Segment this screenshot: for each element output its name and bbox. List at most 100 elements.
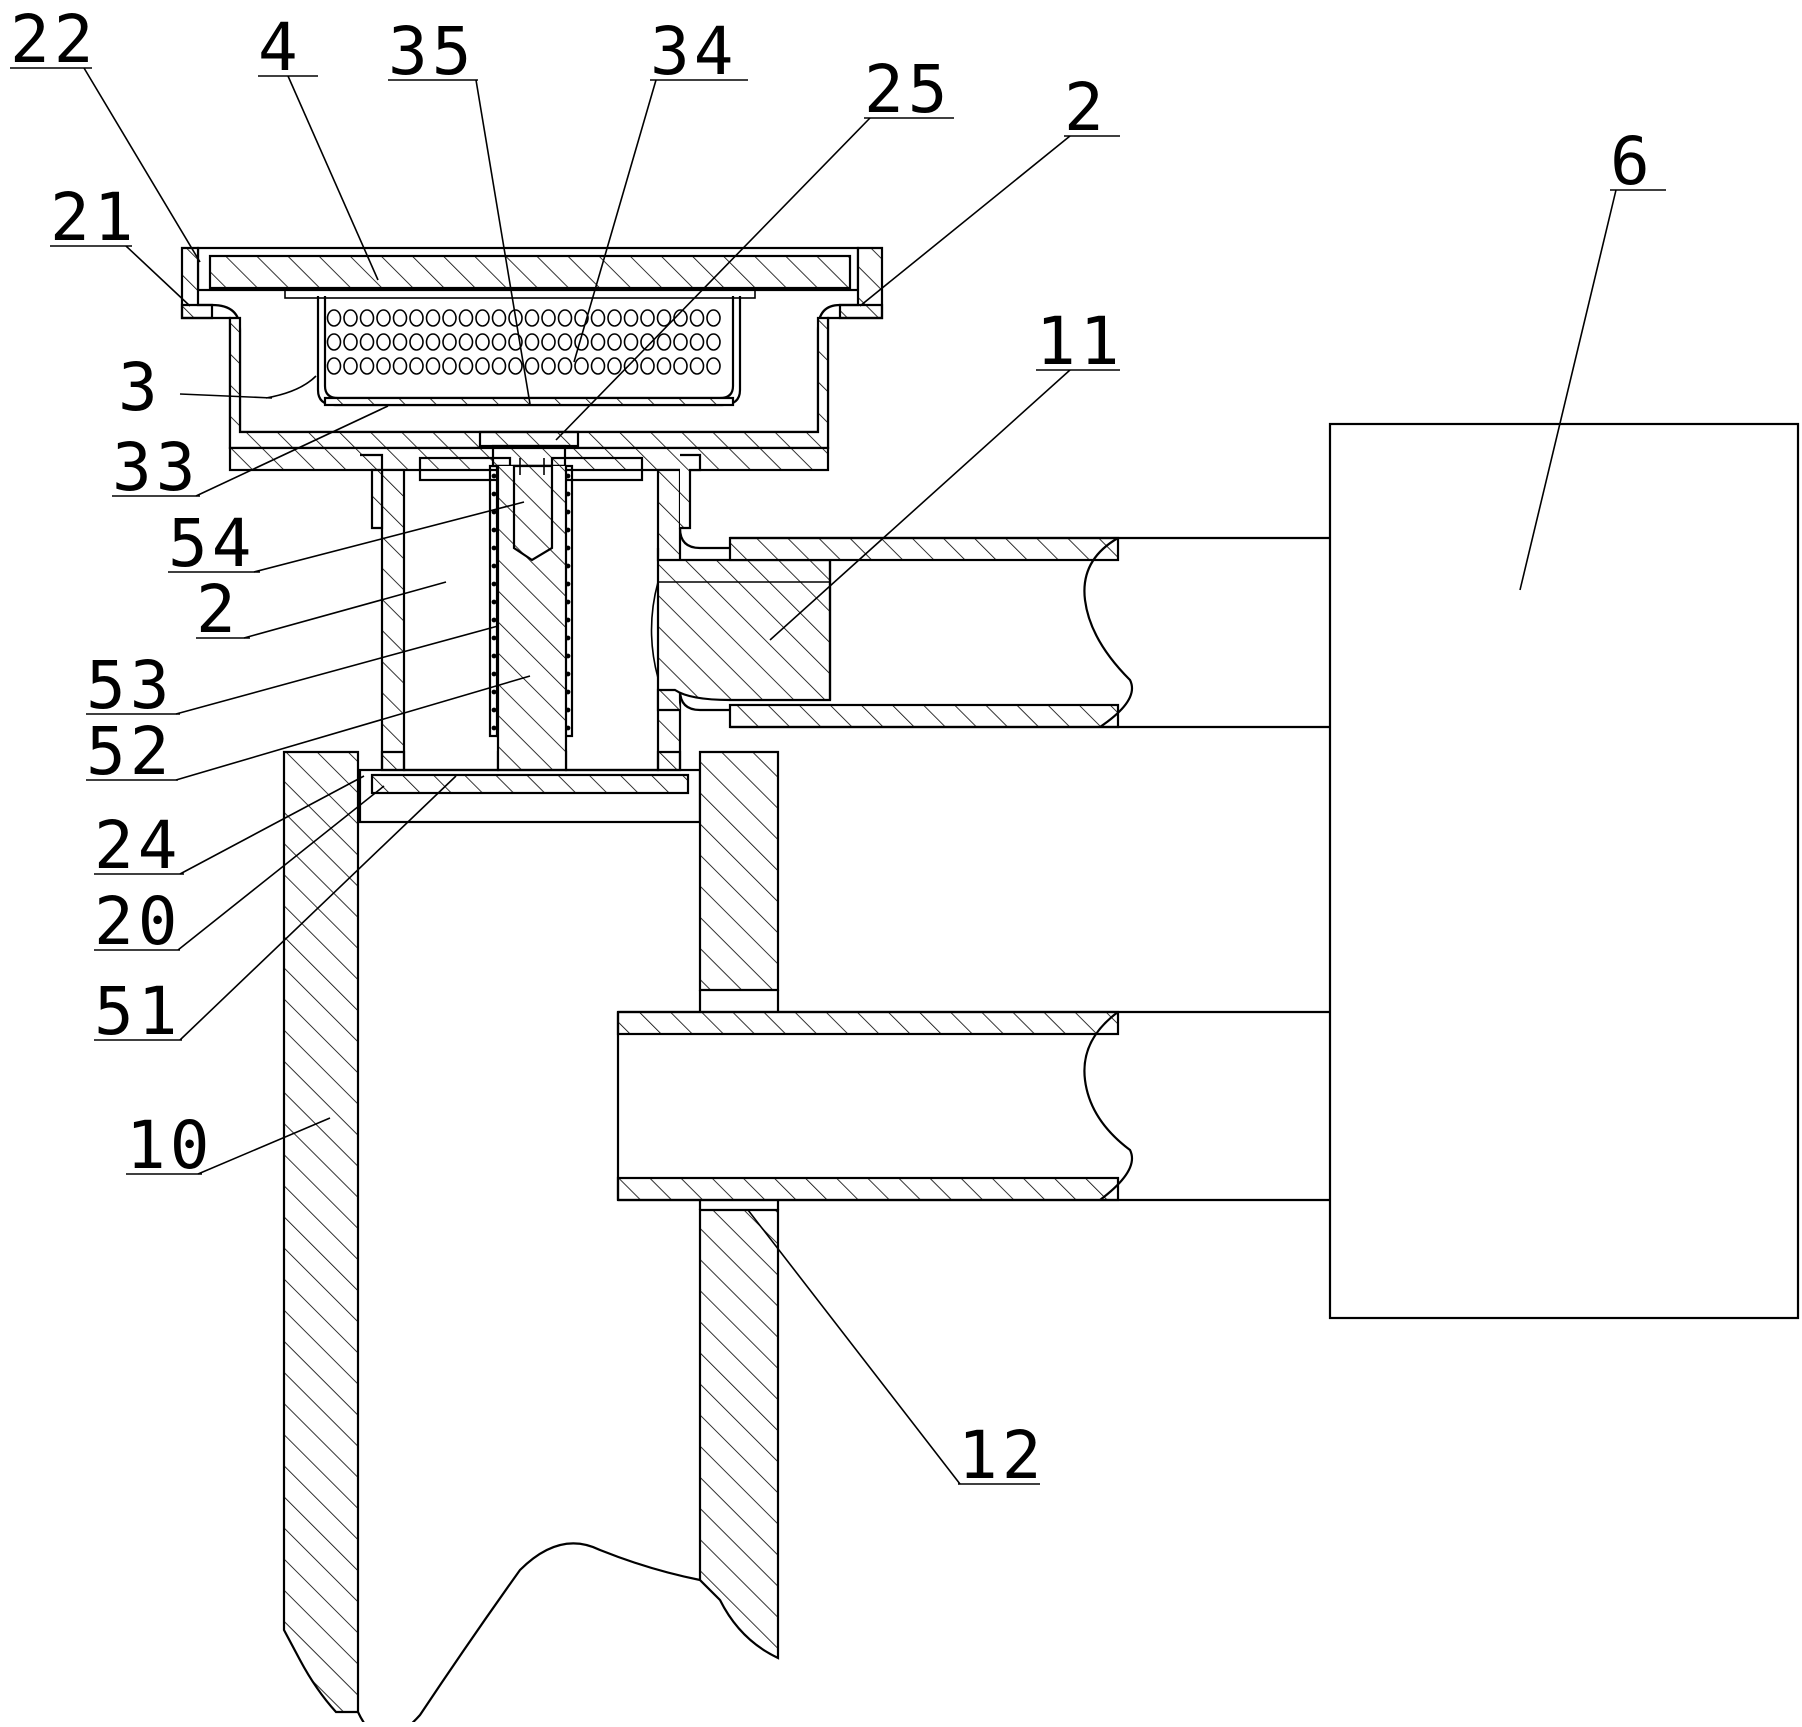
upper-side-pipe <box>650 527 1330 729</box>
spring-coil <box>491 725 497 731</box>
filter-hole <box>425 309 441 327</box>
spring-coil <box>491 473 497 479</box>
label-3: 3 <box>118 349 162 426</box>
filter-hole <box>491 333 507 351</box>
spring-coil <box>491 707 497 713</box>
spring-coil <box>565 545 571 551</box>
spring-coil <box>565 653 571 659</box>
filter-hole <box>524 309 540 327</box>
spring-coil <box>565 599 571 605</box>
label-33: 33 <box>112 429 199 506</box>
spring-coil <box>565 617 571 623</box>
label-6: 6 <box>1610 123 1654 200</box>
filter-hole <box>574 357 589 375</box>
label-21: 21 <box>50 179 137 256</box>
spring-coil <box>565 689 571 695</box>
filter-hole <box>409 309 424 327</box>
label-34: 34 <box>650 13 737 90</box>
filter-hole <box>508 309 523 327</box>
spring-coil <box>491 671 497 677</box>
filter-hole <box>475 309 490 327</box>
spring-coil <box>491 617 497 623</box>
part-labels: 22 4 35 34 25 2 6 21 11 3 33 54 2 53 52 … <box>10 1 1654 1494</box>
filter-hole <box>673 333 688 351</box>
spring-coil <box>491 653 497 659</box>
lower-side-pipe <box>616 1010 1330 1202</box>
spring-coil <box>491 545 497 551</box>
filter-hole <box>557 309 573 327</box>
filter-hole <box>508 333 523 351</box>
filter-hole <box>343 333 358 351</box>
filter-hole <box>475 357 490 375</box>
label-52: 52 <box>86 713 173 790</box>
label-35: 35 <box>388 13 475 90</box>
filter-hole <box>392 357 408 375</box>
filter-hole <box>623 357 639 375</box>
label-2-mid: 2 <box>196 571 240 648</box>
spring-coils <box>491 473 571 731</box>
filter-hole <box>607 309 622 327</box>
spring-coil <box>565 491 571 497</box>
spring-coil <box>565 563 571 569</box>
label-2-top: 2 <box>1064 69 1108 146</box>
filter-hole <box>689 357 705 375</box>
filter-hole <box>623 309 639 327</box>
filter-hole <box>392 309 408 327</box>
filter-hole <box>541 333 556 351</box>
spring-coil <box>491 689 497 695</box>
filter-hole <box>574 309 589 327</box>
filter-hole <box>425 333 441 351</box>
filter-hole <box>442 333 457 351</box>
filter-hole <box>689 309 705 327</box>
filter-hole <box>508 357 523 375</box>
filter-hole <box>326 357 342 375</box>
filter-hole <box>359 357 375 375</box>
filter-hole <box>458 309 474 327</box>
spring-coil <box>565 473 571 479</box>
spring-coil <box>491 581 497 587</box>
filter-holes <box>326 309 721 375</box>
filter-hole <box>524 333 540 351</box>
filter-hole <box>409 357 424 375</box>
leader-lines <box>10 67 1666 1485</box>
filter-hole <box>491 357 507 375</box>
filter-hole <box>656 357 672 375</box>
cover-plate <box>196 246 860 299</box>
filter-hole <box>491 309 507 327</box>
label-20: 20 <box>94 883 181 960</box>
filter-hole <box>359 333 375 351</box>
filter-hole <box>689 333 705 351</box>
spring-coil <box>491 527 497 533</box>
filter-hole <box>706 357 721 375</box>
filter-hole <box>442 309 457 327</box>
label-51: 51 <box>94 973 181 1050</box>
filter-hole <box>541 309 556 327</box>
filter-hole <box>607 333 622 351</box>
spring-coil <box>565 527 571 533</box>
spring-coil <box>491 491 497 497</box>
label-54: 54 <box>168 505 255 582</box>
label-10: 10 <box>126 1107 213 1184</box>
filter-hole <box>425 357 441 375</box>
spring-coil <box>491 563 497 569</box>
label-25: 25 <box>864 51 951 128</box>
label-24: 24 <box>94 807 181 884</box>
filter-hole <box>706 333 721 351</box>
filter-hole <box>623 333 639 351</box>
filter-hole <box>409 333 424 351</box>
filter-hole <box>541 357 556 375</box>
filter-hole <box>607 357 622 375</box>
filter-hole <box>343 309 358 327</box>
filter-hole <box>376 309 391 327</box>
filter-hole <box>557 333 573 351</box>
label-53: 53 <box>86 647 173 724</box>
filter-hole <box>590 357 606 375</box>
filter-hole <box>590 333 606 351</box>
spring-coil <box>565 725 571 731</box>
label-12: 12 <box>958 1417 1045 1494</box>
filter-hole <box>475 333 490 351</box>
filter-hole <box>392 333 408 351</box>
filter-hole <box>442 357 457 375</box>
